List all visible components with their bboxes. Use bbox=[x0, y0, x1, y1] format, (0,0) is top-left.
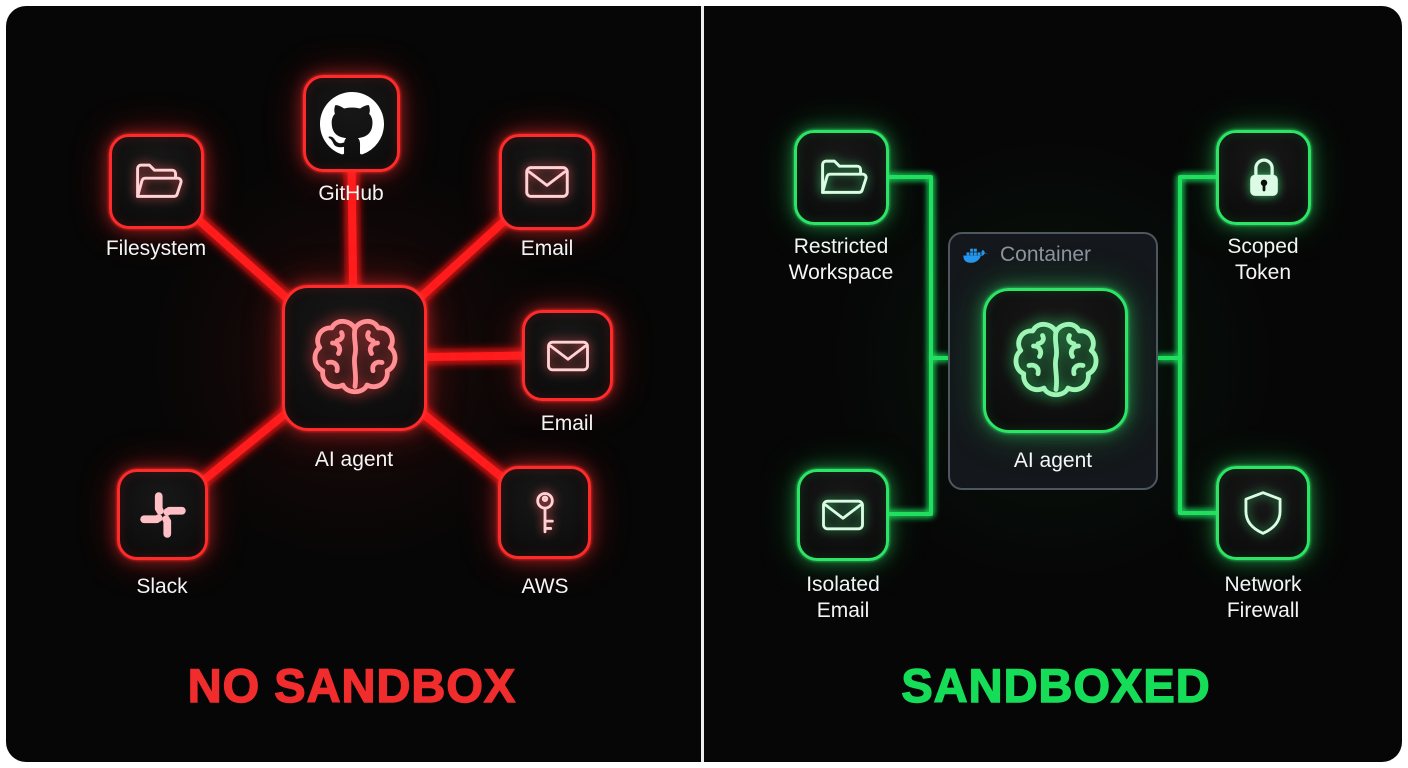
node-scoped-token-label: Scoped Token bbox=[1227, 235, 1299, 284]
no-sandbox-title: NO SANDBOX bbox=[187, 658, 517, 712]
node-email-top bbox=[499, 134, 595, 230]
container-header: Container bbox=[963, 243, 1091, 267]
node-ai-agent-right-label: AI agent bbox=[1013, 449, 1093, 472]
node-github bbox=[303, 75, 400, 172]
brain-icon bbox=[312, 318, 397, 395]
node-network-firewall bbox=[1216, 466, 1310, 560]
node-github-label: GitHub bbox=[318, 182, 384, 205]
sandboxed-title: SANDBOXED bbox=[901, 658, 1211, 712]
envelope-icon bbox=[822, 499, 864, 531]
node-aws-label: AWS bbox=[521, 575, 569, 598]
panel-divider bbox=[701, 6, 704, 762]
node-ai-agent-right bbox=[983, 288, 1128, 433]
node-email-right bbox=[522, 310, 613, 401]
node-filesystem bbox=[109, 134, 204, 229]
github-icon bbox=[319, 91, 384, 154]
node-filesystem-label: Filesystem bbox=[105, 237, 207, 260]
node-ai-agent-left-label: AI agent bbox=[314, 448, 394, 471]
docker-icon bbox=[963, 248, 989, 263]
folder-icon bbox=[820, 159, 868, 194]
container-label: Container bbox=[1000, 243, 1092, 266]
node-email-top-label: Email bbox=[520, 237, 574, 260]
node-isolated-email-label: Isolated Email bbox=[806, 573, 880, 622]
node-restricted-workspace-label: Restricted Workspace bbox=[788, 235, 894, 284]
slack-icon bbox=[139, 491, 186, 538]
node-slack-label: Slack bbox=[136, 575, 188, 598]
envelope-icon bbox=[546, 340, 589, 371]
shield-icon bbox=[1244, 491, 1282, 535]
folder-icon bbox=[135, 163, 183, 198]
green-connection-wires bbox=[887, 175, 1218, 516]
diagram-canvas bbox=[6, 6, 1402, 762]
node-email-right-label: Email bbox=[540, 412, 594, 435]
node-network-firewall-label: Network Firewall bbox=[1224, 573, 1302, 622]
envelope-icon bbox=[525, 166, 569, 198]
node-aws bbox=[498, 466, 591, 559]
node-restricted-workspace bbox=[794, 130, 889, 225]
key-icon bbox=[535, 491, 554, 533]
brain-icon bbox=[1013, 321, 1098, 397]
node-slack bbox=[117, 469, 208, 560]
node-ai-agent-left bbox=[282, 285, 427, 431]
lock-icon bbox=[1249, 158, 1278, 196]
node-isolated-email bbox=[797, 469, 889, 561]
node-scoped-token bbox=[1216, 130, 1311, 225]
